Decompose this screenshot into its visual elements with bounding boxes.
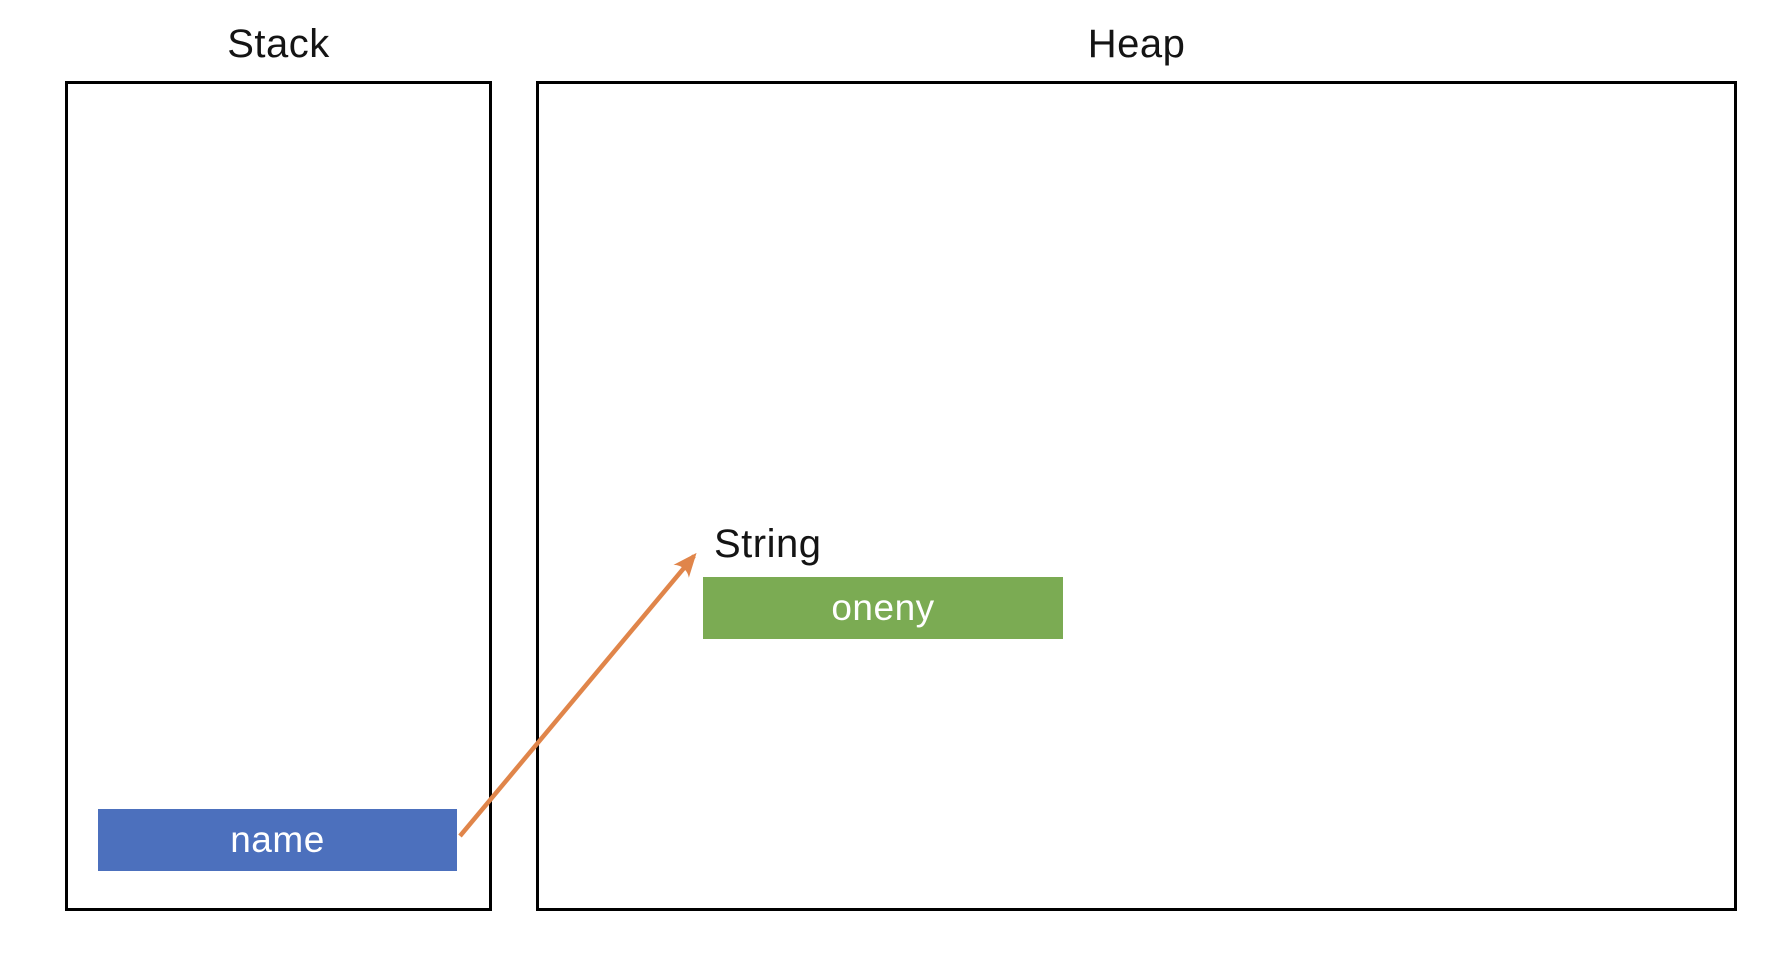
heap-panel	[536, 81, 1737, 911]
stack-panel	[65, 81, 492, 911]
stack-panel-title: Stack	[227, 22, 330, 66]
stack-variable-box: name	[98, 809, 457, 871]
heap-object-value-box: oneny	[703, 577, 1063, 639]
heap-object-type-label: String	[714, 522, 822, 566]
stack-variable-label: name	[230, 819, 325, 860]
heap-panel-title: Heap	[1087, 22, 1186, 66]
heap-object-value-label: oneny	[831, 587, 935, 628]
